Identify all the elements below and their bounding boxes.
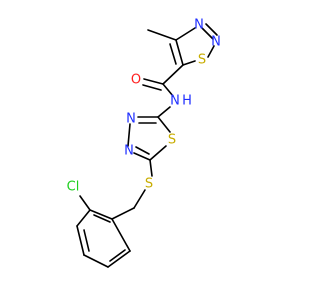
atom-n3-ring: N [126, 112, 136, 127]
atom-cl: Cl [67, 180, 80, 195]
bond-c5-s1 [149, 145, 167, 161]
bond-s1-c2 [157, 116, 171, 133]
bond-c5-sthio [149, 159, 153, 177]
bond-ch2-aryl [111, 207, 135, 220]
bond-n4-c5-double [135, 146, 150, 155]
bond-ar-4-5 [83, 254, 109, 268]
atom-label-layer: N N S O N H N N S S Cl [67, 18, 221, 195]
atom-o-carbonyl: O [131, 73, 141, 88]
bond-n2-s1 [207, 45, 215, 58]
bond-s1-c5 [182, 60, 196, 66]
atom-s1-top: S [198, 53, 206, 68]
molecule-canvas: N N S O N H N N S S Cl [66, 17, 221, 268]
bond-ar-6-1 [111, 218, 131, 252]
bond-c4-n3 [175, 27, 196, 41]
atom-n3-top: N [194, 18, 204, 33]
bond-carbonyl-o-double [142, 84, 162, 91]
atom-n2-top: N [211, 35, 221, 50]
bond-ar-inner-c [109, 249, 126, 262]
atom-n-amide: N [170, 94, 180, 109]
bond-c4-c5-double [169, 43, 177, 65]
bond-ar-inner-b [83, 229, 90, 252]
bond-c5-carbonyl [162, 64, 184, 85]
bond-sthio-ch2 [133, 189, 146, 209]
bond-c4-c5 [175, 39, 184, 66]
atom-h-amide: H [182, 94, 192, 109]
bond-ar-3-4 [76, 225, 85, 256]
bond-aryl-cl [79, 195, 91, 211]
bond-n3-n4 [127, 123, 131, 147]
bond-carbonyl-nh [162, 83, 174, 97]
structure-drawing: N N S O N H N N S S Cl [67, 18, 221, 268]
atom-s1-ring: S [168, 133, 176, 148]
bond-ar-2-3 [76, 209, 91, 227]
bond-ar-inner-a [93, 214, 111, 223]
bond-n4-c5 [133, 152, 151, 161]
atom-s-thioether: S [145, 177, 153, 192]
bond-layer [76, 23, 218, 268]
bond-carbonyl-o [143, 78, 164, 85]
bond-n3-n2-double [205, 23, 218, 36]
bond-methyl-c4 [147, 29, 177, 41]
bond-ar-1-2 [89, 209, 113, 220]
bond-n3-n2 [201, 27, 214, 40]
atom-n4-ring: N [124, 144, 134, 159]
bond-ar-5-6 [107, 250, 131, 268]
bond-nh-c2 [157, 106, 171, 118]
